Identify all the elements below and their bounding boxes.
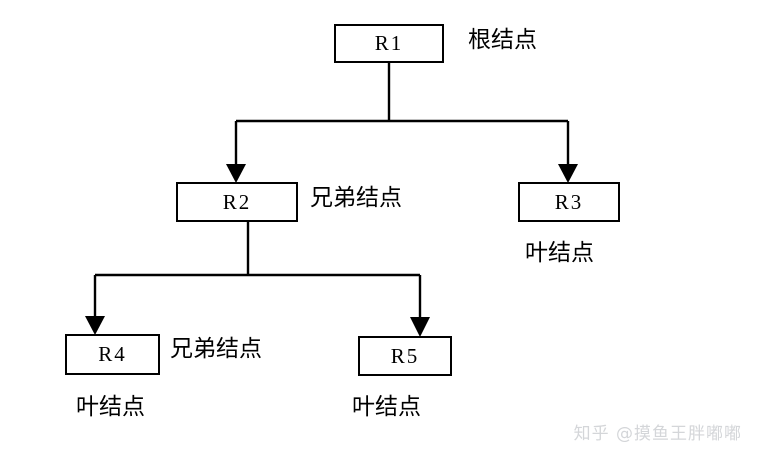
edge-r1-r3 (558, 121, 578, 183)
annotation-sibling-node-r2: 兄弟结点 (310, 185, 402, 211)
edge-r2-r5 (410, 275, 430, 337)
node-r5[interactable]: R5 (358, 336, 452, 376)
annotation-sibling-node-r4: 兄弟结点 (170, 336, 262, 362)
annotation-leaf-node-r5: 叶结点 (352, 394, 421, 420)
node-r3-label: R3 (554, 189, 584, 214)
edge-r2-bus (95, 222, 420, 277)
annotation-leaf-node-r4: 叶结点 (76, 394, 145, 420)
node-r3[interactable]: R3 (518, 182, 620, 222)
node-r2[interactable]: R2 (176, 182, 298, 222)
node-r1-label: R1 (374, 31, 404, 55)
edge-r1-bus (236, 63, 568, 123)
annotation-leaf-node-r3: 叶结点 (525, 240, 594, 266)
node-r4[interactable]: R4 (65, 334, 160, 375)
node-r1[interactable]: R1 (334, 24, 444, 63)
edge-r1-r2 (226, 121, 246, 183)
zhihu-watermark: 知乎 @摸鱼王胖嘟嘟 (573, 424, 742, 444)
edge-r2-r4 (85, 275, 105, 335)
node-r2-label: R2 (222, 189, 252, 214)
node-r5-label: R5 (390, 343, 420, 368)
annotation-root-node: 根结点 (468, 27, 537, 53)
node-r4-label: R4 (98, 342, 127, 366)
